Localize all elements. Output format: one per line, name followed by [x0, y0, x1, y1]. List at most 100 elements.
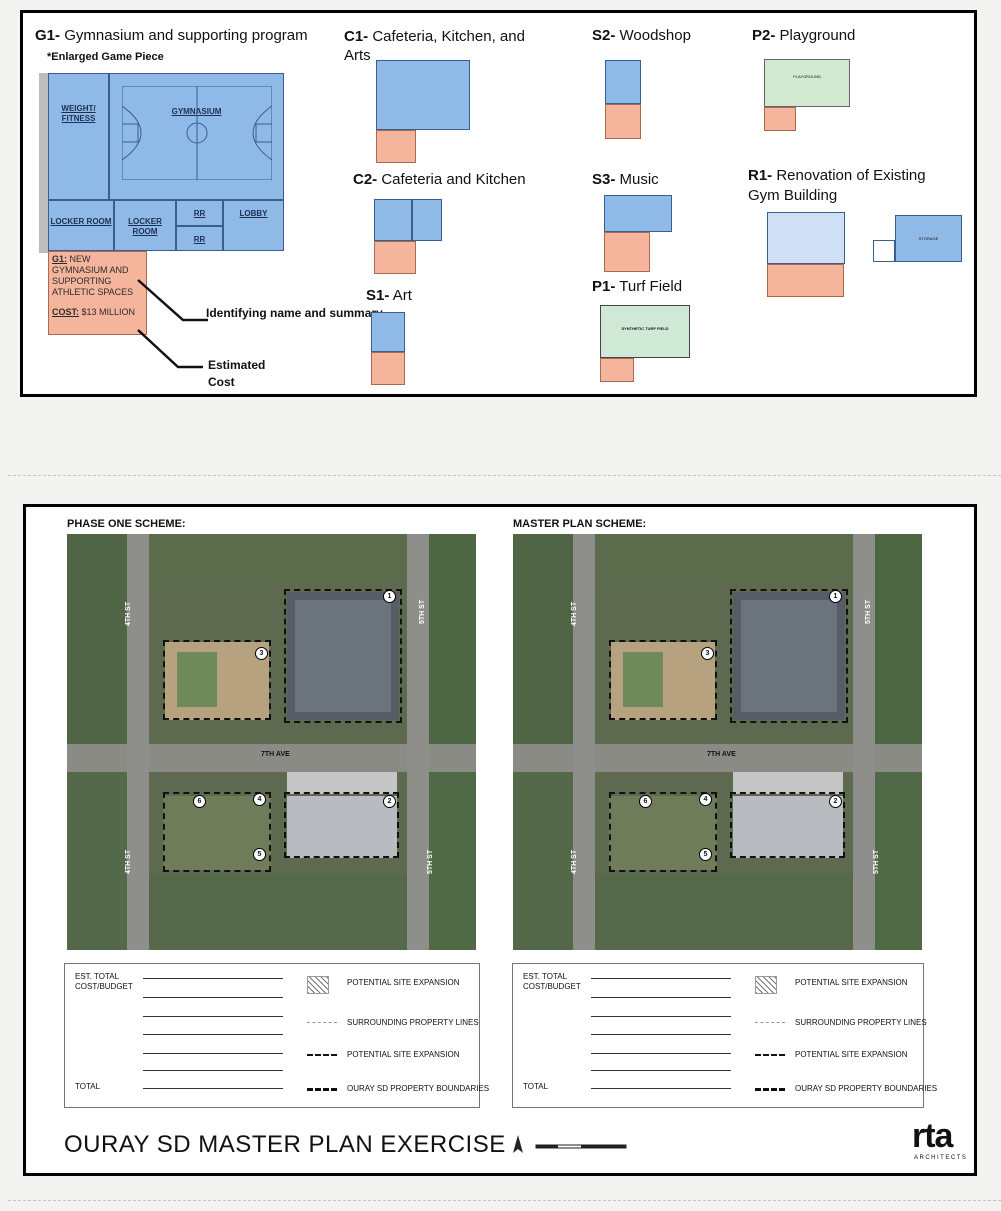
site-marker-2: 2 — [383, 795, 396, 808]
tree-block-s — [149, 874, 407, 950]
label-7th-ave: 7TH AVE — [707, 751, 736, 758]
p2-cost-card — [764, 107, 796, 131]
tree-block-nw — [513, 534, 573, 744]
tree-block-sw — [513, 772, 573, 950]
street-label-3: 5TH ST — [419, 599, 426, 624]
r1-annex — [873, 240, 895, 262]
callout-estimated-cost: Estimated Cost — [208, 358, 266, 389]
property-boundary-1 — [609, 640, 717, 720]
master-plan-legend: EST. TOTAL COST/BUDGET TOTAL POTENTIAL SIT… — [512, 963, 937, 1108]
property-boundary-3 — [730, 792, 845, 858]
page-divider — [8, 475, 1001, 476]
street-label-1: 4TH ST — [125, 601, 132, 626]
g1-summary-card: G1: NEW GYMNASIUM AND SUPPORTING ATHLETI… — [48, 251, 147, 335]
legend-item-4: OURAY SD PROPERTY BOUNDARIES — [347, 1084, 490, 1093]
street-5th-st — [853, 534, 875, 950]
property-boundary-4 — [163, 792, 271, 872]
rta-logo-subtitle: ARCHITECTS — [914, 1155, 968, 1161]
legend-entry-line-1 — [591, 978, 731, 979]
game-pieces-panel: G1- Gymnasium and supporting program *En… — [20, 10, 977, 397]
exercise-title: OURAY SD MASTER PLAN EXERCISE — [64, 1131, 506, 1158]
c1-cost-card — [376, 130, 416, 163]
r1-storage: STORAGE — [895, 215, 962, 262]
c2-title: C2- Cafeteria and Kitchen — [353, 171, 526, 188]
legend-entry-line-2 — [143, 997, 283, 998]
s1-cost-card — [371, 352, 405, 385]
legend-swatch-2 — [307, 1022, 337, 1023]
legend-entry-line-6 — [591, 1070, 731, 1071]
basketball-court-icon — [122, 86, 272, 180]
locker-room-1: LOCKER ROOM — [48, 200, 114, 251]
property-boundary-3 — [284, 792, 399, 858]
expansion-hatch-strip — [733, 772, 843, 794]
r1-cost-card — [767, 264, 844, 297]
site-marker-3: 3 — [701, 647, 714, 660]
legend-entry-line-4 — [143, 1034, 283, 1035]
school-roof — [741, 600, 837, 712]
lobby-room: LOBBY — [223, 200, 284, 251]
legend-entry-line-7 — [143, 1088, 283, 1089]
weight-fitness-room: WEIGHT/ FITNESS — [48, 73, 109, 200]
property-boundary-2 — [730, 589, 848, 723]
legend-item-2: SURROUNDING PROPERTY LINES — [347, 1018, 479, 1027]
p1-turf-field: SYNTHETIC TURF FIELD — [600, 305, 690, 358]
legend-entry-line-5 — [143, 1053, 283, 1054]
street-label-2: 4TH ST — [125, 849, 132, 874]
tree-block-n — [595, 534, 853, 584]
site-marker-6: 6 — [639, 795, 652, 808]
tree-block-nw — [67, 534, 127, 744]
g1-shadow — [39, 73, 49, 253]
legend-entry-line-7 — [591, 1088, 731, 1089]
legend-entry-line-3 — [143, 1016, 283, 1017]
site-marker-2: 2 — [829, 795, 842, 808]
p2-playground: PLAYGROUND — [764, 59, 850, 107]
legend-item-1: POTENTIAL SITE EXPANSION — [347, 978, 460, 987]
legend-cost-label: EST. TOTAL COST/BUDGET — [523, 972, 581, 991]
legend-entry-line-3 — [591, 1016, 731, 1017]
s3-cost-card — [604, 232, 650, 272]
school-roof — [295, 600, 391, 712]
c2-cost-card — [374, 241, 416, 274]
legend-total-label: TOTAL — [523, 1082, 549, 1091]
site-marker-1: 1 — [383, 590, 396, 603]
s2-woodshop — [605, 60, 641, 104]
legend-swatch-1 — [755, 976, 777, 994]
s2-title: S2- Woodshop — [592, 27, 691, 44]
site-marker-1: 1 — [829, 590, 842, 603]
property-boundary-1 — [163, 640, 271, 720]
site-marker-3: 3 — [255, 647, 268, 660]
legend-item-2: SURROUNDING PROPERTY LINES — [795, 1018, 927, 1027]
legend-item-1: POTENTIAL SITE EXPANSION — [795, 978, 908, 987]
legend-swatch-4 — [307, 1088, 337, 1091]
legend-item-3: POTENTIAL SITE EXPANSION — [795, 1050, 908, 1059]
g1-title: G1- Gymnasium and supporting program — [35, 27, 308, 44]
s1-title: S1- Art — [366, 287, 412, 304]
legend-swatch-4 — [755, 1088, 785, 1091]
tree-block-ne — [429, 534, 476, 744]
gym-building — [287, 796, 397, 858]
legend-item-4: OURAY SD PROPERTY BOUNDARIES — [795, 1084, 938, 1093]
p1-cost-card — [600, 358, 634, 382]
legend-swatch-3 — [307, 1054, 337, 1056]
street-label-3: 5TH ST — [865, 599, 872, 624]
legend-swatch-1 — [307, 976, 329, 994]
gym-building — [733, 796, 843, 858]
s1-art-room — [371, 312, 405, 352]
locker-room-2: LOCKER ROOM — [114, 200, 176, 251]
tree-block-sw — [67, 772, 127, 950]
street-4th-st — [127, 534, 149, 950]
tree-block-s — [595, 874, 853, 950]
playground-grass — [177, 652, 217, 707]
s2-cost-card — [605, 104, 641, 139]
site-marker-5: 5 — [253, 848, 266, 861]
street-label-1: 4TH ST — [571, 601, 578, 626]
callout-identifying-name: Identifying name and summary — [206, 306, 383, 320]
legend-entry-line-1 — [143, 978, 283, 979]
label-7th-ave: 7TH AVE — [261, 751, 290, 758]
north-arrow-scale-icon — [513, 1135, 627, 1153]
playground-grass — [623, 652, 663, 707]
property-boundary-4 — [609, 792, 717, 872]
rta-logo: rta — [912, 1117, 953, 1155]
